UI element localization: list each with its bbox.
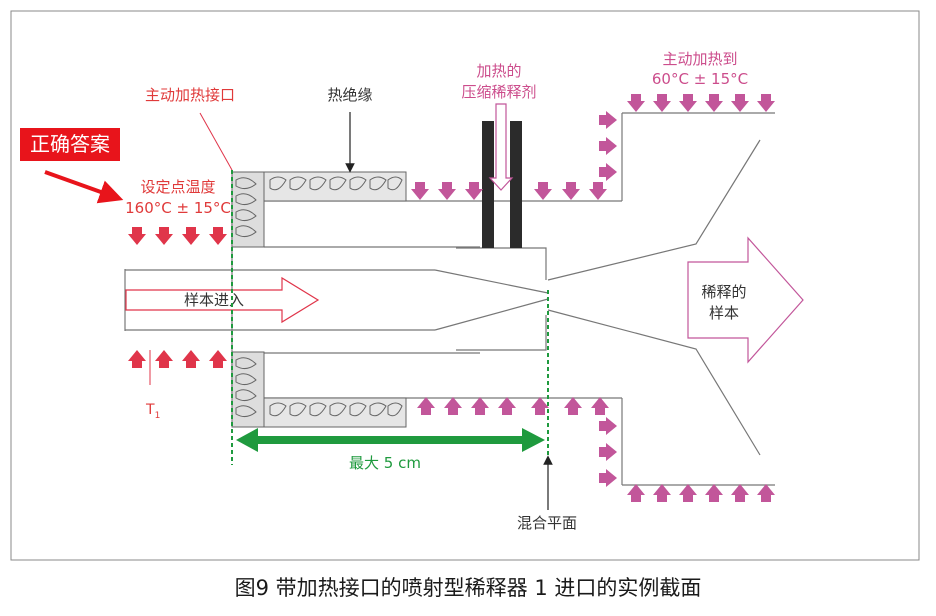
heating-arrow xyxy=(731,94,749,112)
purple-heating-arrows-bottom-mid xyxy=(417,397,609,415)
insulation-upper xyxy=(263,171,407,202)
heated-port-leader xyxy=(199,112,233,171)
heating-arrow xyxy=(653,484,671,502)
heating-arrow xyxy=(182,227,200,245)
max-distance-arrow xyxy=(236,428,545,452)
t1-label: T1 xyxy=(145,402,160,421)
setpoint-label-line1: 设定点温度 xyxy=(140,178,215,196)
heating-arrow xyxy=(534,182,552,200)
diluent-flow-arrow xyxy=(488,103,514,191)
correct-answer-badge: 正确答案 xyxy=(20,128,120,161)
purple-heating-arrows-side-lower xyxy=(599,417,617,487)
red-heating-arrows-top xyxy=(128,227,227,245)
insulation-lower xyxy=(263,397,407,428)
heating-arrow xyxy=(599,443,617,461)
heating-arrow xyxy=(705,484,723,502)
heat-to-label-line1: 主动加热到 xyxy=(662,50,737,68)
figure-frame xyxy=(10,10,920,561)
heating-arrow xyxy=(471,397,489,415)
heating-arrow xyxy=(627,484,645,502)
diluted-label-line2: 样本 xyxy=(709,304,739,322)
heating-arrow xyxy=(757,484,775,502)
heating-arrow xyxy=(417,397,435,415)
sample-in-label: 样本进入 xyxy=(184,291,244,309)
heating-arrow xyxy=(599,469,617,487)
heating-arrow xyxy=(444,397,462,415)
max-distance-label: 最大 5 cm xyxy=(349,454,421,472)
heating-arrow xyxy=(438,182,456,200)
heating-arrow xyxy=(128,227,146,245)
heating-arrow xyxy=(757,94,775,112)
heating-arrow xyxy=(562,182,580,200)
heating-arrow xyxy=(531,397,549,415)
heating-arrow xyxy=(679,484,697,502)
purple-heating-arrows-side-upper xyxy=(599,111,617,181)
heating-arrow xyxy=(589,182,607,200)
purple-heating-arrows-top-mid xyxy=(411,182,607,200)
heated-port-lower xyxy=(231,351,265,428)
heating-arrow xyxy=(155,227,173,245)
setpoint-label-line2: 160°C ± 15°C xyxy=(125,199,231,217)
heating-arrow xyxy=(564,397,582,415)
heating-arrow xyxy=(599,111,617,129)
sample-in-arrow xyxy=(125,276,320,324)
diluent-label-line1: 加热的 xyxy=(476,62,521,80)
purple-heating-arrows-bottom-right xyxy=(627,484,775,502)
heating-arrow xyxy=(209,227,227,245)
heating-arrow xyxy=(599,137,617,155)
heated-port-upper xyxy=(231,171,265,248)
heating-arrow xyxy=(411,182,429,200)
figure-caption: 图9 带加热接口的喷射型稀释器 1 进口的实例截面 xyxy=(234,576,702,600)
heated-port-label: 主动加热接口 xyxy=(145,86,235,104)
heating-arrow xyxy=(591,397,609,415)
heating-arrow xyxy=(209,350,227,368)
heating-arrow xyxy=(128,350,146,368)
red-heating-arrows-bottom xyxy=(128,350,227,368)
diluted-sample-arrow xyxy=(687,236,804,364)
heating-arrow xyxy=(705,94,723,112)
heating-arrow xyxy=(627,94,645,112)
heating-arrow xyxy=(599,417,617,435)
diluent-injectors xyxy=(482,103,522,248)
heating-arrow xyxy=(498,397,516,415)
heating-arrow xyxy=(155,350,173,368)
answer-pointer xyxy=(44,170,124,204)
heating-arrow xyxy=(731,484,749,502)
heating-arrow xyxy=(653,94,671,112)
heating-arrow xyxy=(182,350,200,368)
mixing-plane-label: 混合平面 xyxy=(517,514,577,532)
insulation-label: 热绝缘 xyxy=(327,86,372,104)
heating-arrow xyxy=(465,182,483,200)
heating-arrow xyxy=(679,94,697,112)
diluent-label-line2: 压缩稀释剂 xyxy=(461,83,536,101)
diluted-label-line1: 稀释的 xyxy=(701,283,746,301)
purple-heating-arrows-top-right xyxy=(627,94,775,112)
heat-to-label-line2: 60°C ± 15°C xyxy=(652,70,748,88)
heating-arrow xyxy=(599,163,617,181)
